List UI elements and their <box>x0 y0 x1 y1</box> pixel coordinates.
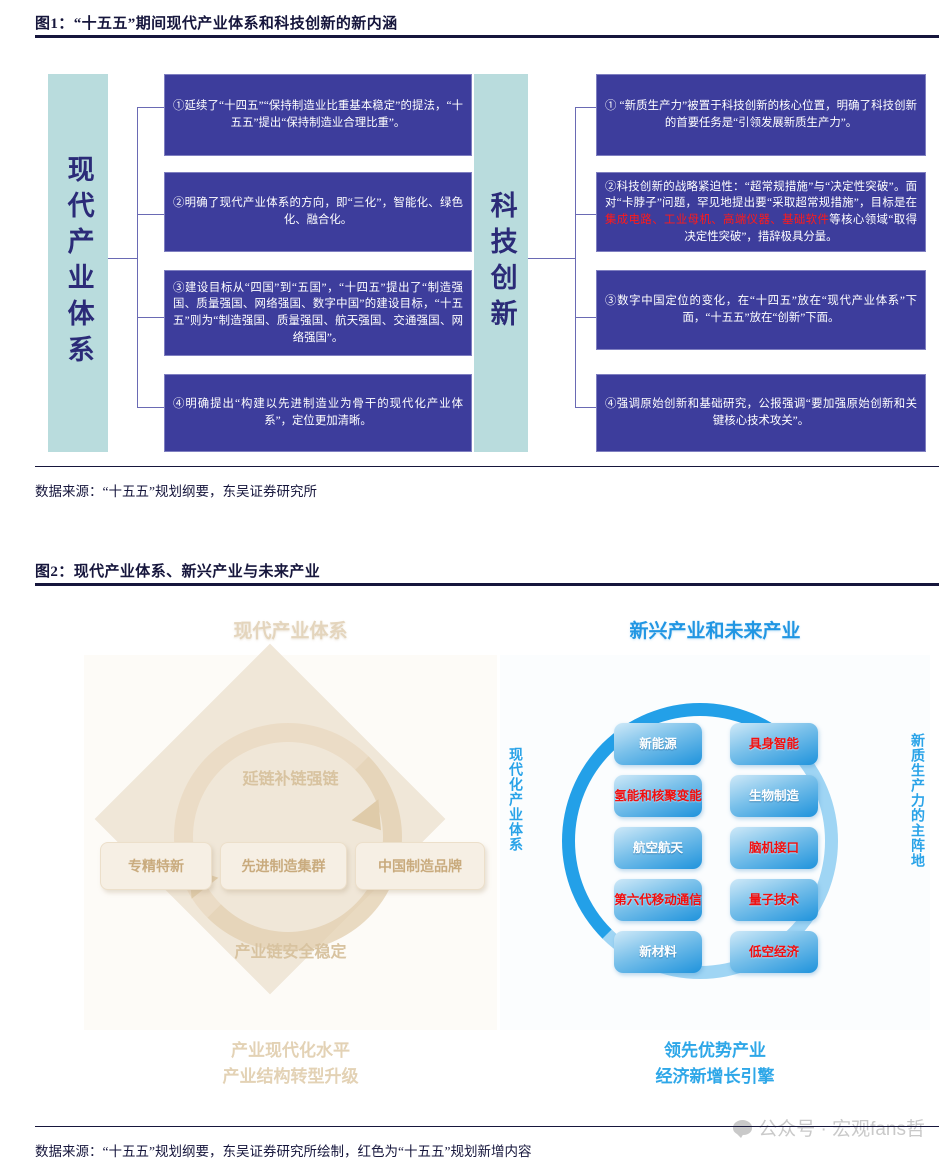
highlight-new-content: 集成电路、工业母机、高端仪器、基础软件 <box>605 214 830 226</box>
chain-label-top: 延链补链强链 <box>242 771 339 788</box>
figure1-source: 数据来源：“十五五”规划纲要，东吴证券研究所 <box>35 484 317 499</box>
figure1-source-rule <box>35 466 939 468</box>
figure2-source-rule <box>35 1126 939 1128</box>
pillar-tech-innovation-label: 科技创新 <box>486 191 517 335</box>
figure2-title: 图2：现代产业体系、新兴产业与未来产业 <box>35 564 321 580</box>
industry-box-new-energy: 新能源 <box>614 723 702 765</box>
connector-left-branch-2 <box>137 214 165 216</box>
watermark: 公众号 · 宏观fans哲 <box>733 1114 925 1141</box>
figure2-left-panel: 延链补链强链 产业链安全稳定 专精特新 先进制造集群 中国制造品牌 <box>84 643 497 1030</box>
industry-box-aerospace: 航空航天 <box>614 827 702 869</box>
ring-label-right: 新质生产力的主阵地 <box>909 733 924 868</box>
industry-box-brain-computer-interface: 脑机接口 <box>730 827 818 869</box>
figure2-right-panel: 现代化产业体系 新质生产力的主阵地 新能源 氢能和核聚变能 航空航天 第六代移动… <box>500 655 930 1030</box>
connector-left-branch-1 <box>137 107 165 109</box>
industry-box-low-altitude-economy: 低空经济 <box>730 931 818 973</box>
industry-box-biomanufacturing: 生物制造 <box>730 775 818 817</box>
industry-box-new-materials: 新材料 <box>614 931 702 973</box>
figure1-title: 图1：“十五五”期间现代产业体系和科技创新的新内涵 <box>35 16 398 32</box>
figure1-right-box-1: ① “新质生产力”被置于科技创新的核心位置，明确了科技创新的首要任务是“引领发展… <box>596 74 926 156</box>
industry-box-6g: 第六代移动通信 <box>614 879 702 921</box>
connector-right-vertical <box>575 107 577 407</box>
pillar-tech-innovation: 科技创新 <box>474 74 528 452</box>
figure1-right-box-3: ③数字中国定位的变化，在“十四五”放在“现代产业体系”下面，“十五五”放在“创新… <box>596 270 926 350</box>
industry-box-quantum-tech: 量子技术 <box>730 879 818 921</box>
connector-right-branch-4 <box>575 407 597 409</box>
figure2-left-footer-line-1: 产业现代化水平 <box>231 1041 350 1060</box>
figure1-left-box-4: ④明确提出“构建以先进制造业为骨干的现代化产业体系”，定位更加清晰。 <box>164 374 472 452</box>
connector-left-vertical <box>137 107 139 407</box>
tan-box-1: 专精特新 <box>100 842 212 890</box>
figure1-right-box-2: ②科技创新的战略紧迫性：“超常规措施”与“决定性突破”。面对“卡脖子”问题，罕见… <box>596 172 926 252</box>
figure2-right-title: 新兴产业和未来产业 <box>629 621 801 642</box>
connector-left-branch-4 <box>137 407 165 409</box>
connector-right-branch-1 <box>575 107 597 109</box>
figure1-left-box-2: ②明确了现代产业体系的方向，即“三化”，智能化、绿色化、融合化。 <box>164 172 472 252</box>
figure2-left-title: 现代产业体系 <box>233 621 348 642</box>
figure2-title-rule <box>35 583 939 586</box>
industry-box-embodied-ai: 具身智能 <box>730 723 818 765</box>
figure2-left-footer-line-2: 产业结构转型升级 <box>222 1066 359 1086</box>
chat-bubble-icon <box>733 1120 753 1138</box>
figure1-left-box-3: ③建设目标从“四国”到“五国”，“十四五”提出了“制造强国、质量强国、网络强国、… <box>164 270 472 356</box>
figure1-title-rule <box>35 35 939 38</box>
watermark-text: 公众号 · 宏观fans哲 <box>758 1119 925 1140</box>
ring-label-left: 现代化产业体系 <box>507 747 522 852</box>
chain-label-bottom: 产业链安全稳定 <box>234 944 347 961</box>
figure2-chart: 现代产业体系 延链补链强链 产业链安全稳定 专精特新 先进制造集群 中国制造品牌… <box>0 608 939 1108</box>
connector-left-branch-3 <box>137 317 165 319</box>
connector-right-stem <box>528 258 576 260</box>
industry-box-hydrogen-fusion: 氢能和核聚变能 <box>614 775 702 817</box>
connector-right-branch-3 <box>575 317 597 319</box>
figure1-chart: 现代产业体系 ①延续了“十四五”“保持制造业比重基本稳定”的提法，“十五五”提出… <box>0 62 939 462</box>
figure2-source: 数据来源：“十五五”规划纲要，东吴证券研究所绘制，红色为“十五五”规划新增内容 <box>35 1144 532 1159</box>
figure2-right-footer: 领先优势产业 经济新增长引擎 <box>500 1038 930 1089</box>
tan-box-3: 中国制造品牌 <box>355 842 485 890</box>
figure1-left-box-1: ①延续了“十四五”“保持制造业比重基本稳定”的提法，“十五五”提出“保持制造业合… <box>164 74 472 156</box>
pillar-modern-industry-label: 现代产业体系 <box>63 155 94 371</box>
tan-box-2: 先进制造集群 <box>220 842 347 890</box>
connector-left-stem <box>108 258 138 260</box>
figure2-left-footer: 产业现代化水平 产业结构转型升级 <box>84 1038 497 1089</box>
figure2-right-footer-line-1: 领先优势产业 <box>664 1041 766 1060</box>
figure1-right-box-4: ④强调原始创新和基础研究，公报强调“要加强原始创新和关键核心技术攻关”。 <box>596 374 926 452</box>
connector-right-branch-2 <box>575 214 597 216</box>
figure2-right-footer-line-2: 经济新增长引擎 <box>655 1066 775 1086</box>
pillar-modern-industry: 现代产业体系 <box>48 74 108 452</box>
